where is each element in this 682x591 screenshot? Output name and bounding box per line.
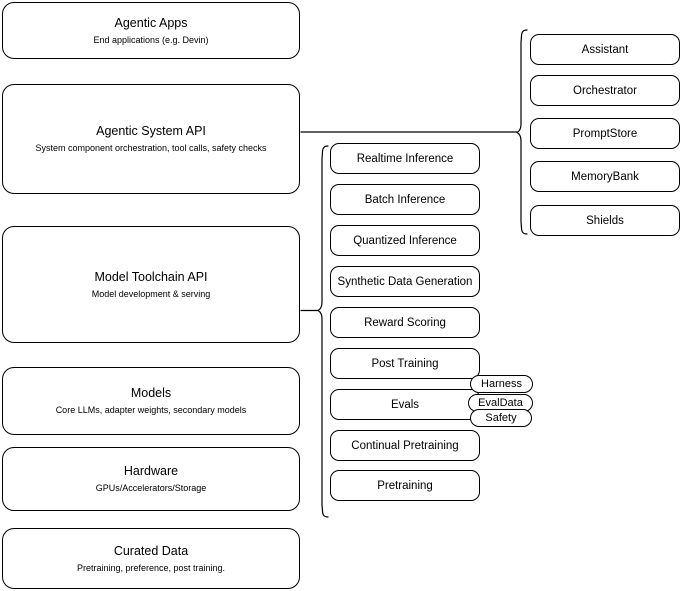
capsule-label: Evals [390,398,420,411]
layer-subtitle: Pretraining, preference, post training. [76,562,226,573]
layer-models[interactable]: Models Core LLMs, adapter weights, secon… [2,367,300,435]
capsule-label: MemoryBank [571,170,639,183]
toolchain-pretraining[interactable]: Pretraining [330,470,480,501]
system-components-brace [516,29,528,235]
toolchain-synthetic-data-generation[interactable]: Synthetic Data Generation [330,266,480,297]
layer-agentic-system-api[interactable]: Agentic System API System component orch… [2,84,300,194]
layer-agentic-apps[interactable]: Agentic Apps End applications (e.g. Devi… [2,2,300,59]
system-shields[interactable]: Shields [530,205,680,236]
capsule-label: Pretraining [377,479,433,492]
toolchain-quantized-inference[interactable]: Quantized Inference [330,225,480,256]
system-orchestrator[interactable]: Orchestrator [530,75,680,106]
eval-badge-safety[interactable]: Safety [470,409,532,427]
badge-label: Harness [481,377,522,390]
layer-title: Models [130,386,172,400]
layer-curated-data[interactable]: Curated Data Pretraining, preference, po… [2,528,300,589]
capsule-label: Reward Scoring [364,316,446,329]
capsule-label: Continual Pretraining [351,439,459,452]
system-memorybank[interactable]: MemoryBank [530,161,680,192]
toolchain-realtime-inference[interactable]: Realtime Inference [330,143,480,174]
layer-title: Curated Data [113,543,189,558]
layer-title: Hardware [123,464,179,478]
layer-title: Model Toolchain API [94,269,208,284]
layer-subtitle: Model development & serving [91,288,211,299]
layer-subtitle: End applications (e.g. Devin) [93,34,209,45]
layer-model-toolchain-api[interactable]: Model Toolchain API Model development & … [2,226,300,343]
capsule-label: PromptStore [572,127,638,140]
system-promptstore[interactable]: PromptStore [530,118,680,149]
capsule-label: Synthetic Data Generation [337,275,473,288]
layer-hardware[interactable]: Hardware GPUs/Accelerators/Storage [2,447,300,511]
toolchain-batch-inference[interactable]: Batch Inference [330,184,480,215]
toolchain-reward-scoring[interactable]: Reward Scoring [330,307,480,338]
layer-subtitle: GPUs/Accelerators/Storage [95,483,207,493]
toolchain-evals[interactable]: Evals [330,389,480,420]
badge-label: Safety [485,411,517,424]
capsule-label: Assistant [581,43,629,56]
system-assistant[interactable]: Assistant [530,34,680,65]
capsule-label: Orchestrator [573,84,637,97]
layer-title: Agentic System API [96,124,206,138]
eval-badge-harness[interactable]: Harness [470,375,533,393]
capsule-label: Post Training [371,357,439,370]
capsule-label: Realtime Inference [356,152,454,165]
toolchain-post-training[interactable]: Post Training [330,348,480,379]
layer-subtitle: Core LLMs, adapter weights, secondary mo… [55,405,247,415]
capsule-label: Shields [586,214,624,227]
capsule-label: Batch Inference [364,193,446,206]
capsule-label: Quantized Inference [353,234,457,247]
layer-title: Agentic Apps [114,15,188,30]
toolchain-components-brace [317,145,329,518]
badge-label: EvalData [478,396,523,409]
toolchain-continual-pretraining[interactable]: Continual Pretraining [330,430,480,461]
layer-subtitle: System component orchestration, tool cal… [35,143,267,153]
